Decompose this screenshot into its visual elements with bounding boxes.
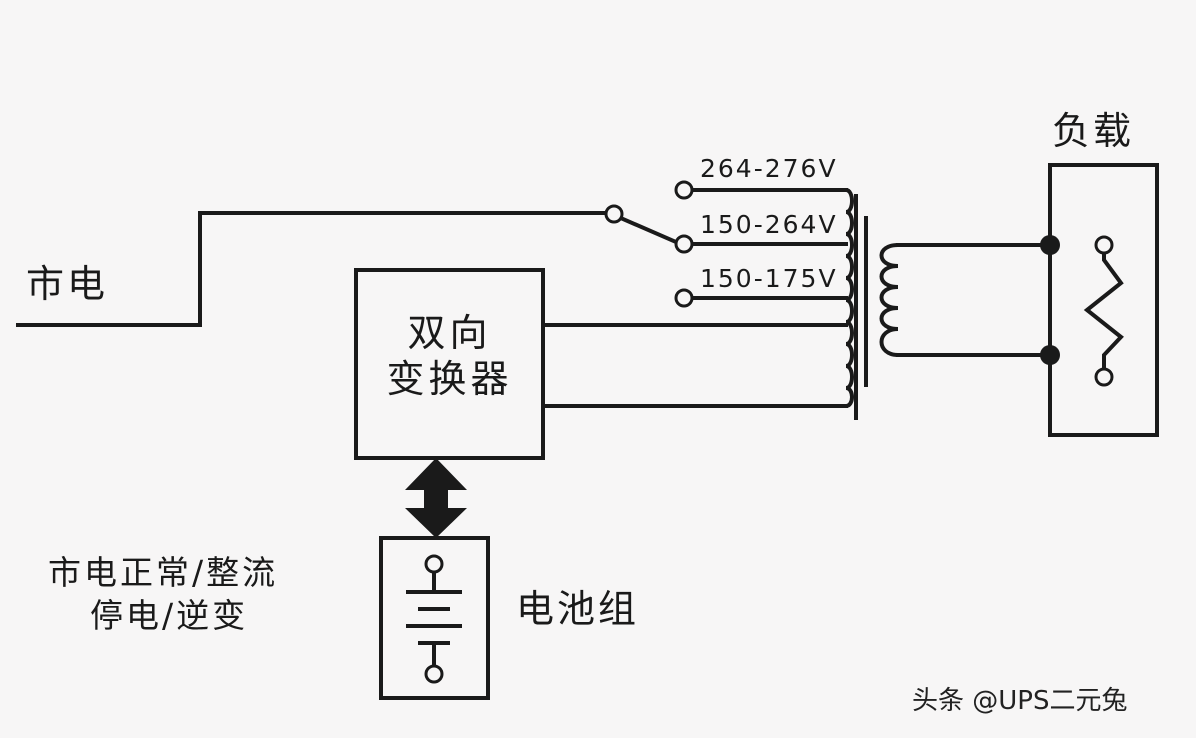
load-terminal-top <box>1094 235 1114 255</box>
tap-terminal-150-175 <box>674 288 694 308</box>
mode-description: 市电正常/整流 停电/逆变 <box>48 552 278 638</box>
mode-line-normal: 市电正常/整流 <box>48 553 279 592</box>
tap-label-150-264: 150-264V <box>700 210 838 239</box>
tap-label-150-175: 150-175V <box>700 264 838 293</box>
junction-dot-top <box>1040 235 1060 255</box>
battery-terminal-bottom <box>424 664 444 684</box>
load-label: 负载 <box>1052 109 1135 153</box>
load-terminal-bottom <box>1094 367 1114 387</box>
load-box <box>1048 163 1159 437</box>
bidirectional-arrow <box>405 458 467 538</box>
battery-label: 电池组 <box>516 587 640 631</box>
tap-label-264-276: 264-276V <box>700 154 838 183</box>
transformer-primary-coil <box>843 187 854 409</box>
mains-label: 市电 <box>26 262 109 306</box>
tap-switch-arm <box>613 213 679 245</box>
tap-terminal-150-264 <box>674 234 694 254</box>
converter-label-line2: 变换器 <box>386 357 513 402</box>
converter-box <box>354 268 545 460</box>
battery-terminal-top <box>424 554 444 574</box>
switch-pivot-terminal <box>604 204 624 224</box>
converter-label: 双向 变换器 <box>356 310 543 403</box>
watermark: 头条 @UPS二元兔 <box>912 686 1128 716</box>
transformer-secondary-coil <box>879 242 901 358</box>
converter-label-line1: 双向 <box>407 311 492 355</box>
load-resistor <box>1083 253 1124 370</box>
mains-line <box>16 211 608 327</box>
tap-terminal-264-276 <box>674 180 694 200</box>
mode-line-outage: 停电/逆变 <box>90 595 249 635</box>
battery-box <box>379 536 490 700</box>
junction-dot-bottom <box>1040 345 1060 365</box>
